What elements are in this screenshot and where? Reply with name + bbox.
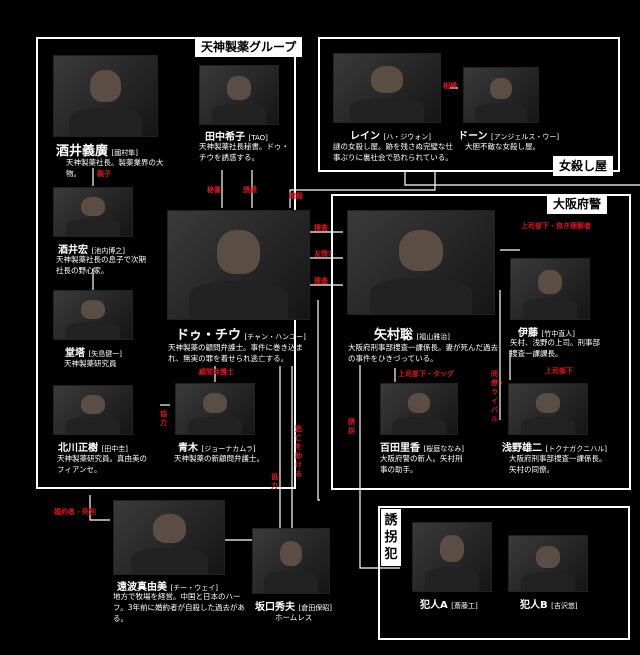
photo-rain — [333, 53, 441, 123]
rel-joushi-asano: 上司部下 — [545, 367, 573, 375]
photo-momota — [380, 383, 458, 435]
rel-oyako: 親子 — [97, 170, 111, 178]
name-aoki: 青木 [ジョーナカムラ] — [178, 443, 256, 454]
rel-kyouryoku: 協力 — [160, 410, 167, 427]
photo-kitagawa — [53, 385, 133, 435]
desc-momota: 大阪府警の新人。矢村刑事の助手。 — [380, 454, 463, 474]
photo-kidnap-b — [508, 535, 588, 592]
rel-yuujou: 友情? — [314, 250, 333, 258]
rel-aibou: 相棒 — [443, 82, 457, 90]
group-kidnap-frame — [378, 506, 630, 640]
photo-dawn — [463, 67, 539, 123]
rel-sousa: 捜査 — [314, 224, 328, 232]
desc-dawn: 大胆不敵な女殺し屋。 — [465, 142, 540, 151]
name-sakai-y: 酒井義廣 [國村隼] — [56, 144, 138, 159]
name-tanaka: 田中希子 [TAO] — [205, 132, 268, 143]
rel-konyaku: 婚約者・死別 — [54, 508, 96, 516]
group-killer-label: 女殺し屋 — [553, 156, 614, 176]
desc-aoki: 天神製薬の新顧問弁護士。 — [174, 454, 264, 463]
desc-yamura: 大阪府刑事部捜査一課係長。妻が死んだ過去の事件をひきづっている。 — [348, 343, 498, 363]
desc-du: 天神製薬の顧問弁護士。事件に巻き込まれ、無実の罪を着せられ逃亡する。 — [168, 343, 303, 363]
desc-kitagawa: 天神製薬研究員。真由美のフィアンセ。 — [57, 454, 147, 474]
rel-sousa2: 捜査 — [314, 277, 328, 285]
name-tonami: 遠波真由美 [チー・ウェイ] — [117, 582, 218, 593]
name-kitagawa: 北川正樹 [田中圭] — [58, 443, 128, 454]
photo-tanaka — [199, 65, 279, 125]
photo-dojo — [53, 290, 133, 340]
desc-asano: 大阪府刑事部捜査一課係長。矢村の同僚。 — [509, 454, 607, 474]
name-kidnap-b: 犯人B [吉沢悠] — [520, 600, 578, 611]
rel-kaikohou: 顧問弁護士 — [199, 368, 234, 376]
rel-engo: 逃亡を助ける — [295, 425, 302, 478]
photo-yamura — [347, 210, 495, 315]
name-momota: 百田里香 [桜庭ななみ] — [380, 443, 464, 454]
name-sakai-h: 酒井宏 [池内博之] — [58, 245, 125, 256]
name-dojo: 堂塔 [矢島健一] — [65, 348, 122, 359]
rel-doryou: 同僚・ライバル — [491, 370, 505, 423]
desc-sakai-h: 天神製薬社長の息子で次期社長の野心家。 — [56, 255, 146, 275]
rel-kyoumei: 協力 — [271, 473, 278, 490]
desc-sakaguchi: ホームレス — [275, 613, 313, 622]
rel-yuwaku: 誘惑 — [243, 186, 257, 194]
photo-asano — [508, 383, 588, 435]
rel-hisho: 秘書 — [207, 186, 221, 194]
name-rain: レイン [ハ・ジウォン] — [350, 131, 431, 142]
name-asano: 浅野雄二 [トクナガクニハル] — [502, 443, 607, 454]
rel-ansatsu: 暗殺 — [289, 192, 303, 200]
desc-tanaka: 天神製薬社長秘書。ドゥ・チウを誘惑する。 — [199, 142, 289, 162]
photo-sakai-h — [53, 187, 133, 237]
group-kidnap-label: 誘拐犯 — [381, 509, 401, 566]
name-sakaguchi: 坂口秀夫 [倉田保昭] — [255, 602, 332, 613]
rel-yuukai: 誘拐 — [348, 418, 355, 435]
photo-sakaguchi — [252, 528, 330, 594]
name-dawn: ドーン [アンジェルス・ウー] — [458, 131, 560, 142]
group-tenjin-label: 天神製薬グループ — [195, 37, 303, 57]
group-police-label: 大阪府警 — [547, 194, 608, 214]
photo-du — [167, 210, 310, 320]
photo-tonami — [113, 500, 225, 575]
rel-joushi-momo: 上司部下・タッグ — [398, 370, 454, 378]
desc-ito: 矢村、浅野の上司。刑事部捜査一課課長。 — [510, 338, 600, 358]
name-ito: 伊藤 [竹中直人] — [518, 328, 575, 339]
photo-aoki — [175, 383, 255, 435]
desc-rain: 謎の女殺し屋。跡を残さぬ完璧な仕事ぶりに裏社会で恐れられている。 — [333, 142, 453, 162]
desc-sakai-y: 天神製薬社長。製薬業界の大物。 — [66, 158, 164, 178]
rel-joushi-ito: 上司部下・良き理解者 — [521, 222, 591, 230]
photo-ito — [510, 258, 590, 320]
group-killer-frame — [318, 37, 620, 172]
desc-tonami: 地方で牧場を経営。中国と日本のハーフ。3年前に婚約者が自殺した過去がある。 — [113, 592, 245, 623]
name-du: ドゥ・チウ [チャン・ハンユー] — [176, 328, 306, 343]
name-kidnap-a: 犯人A [斎藤工] — [420, 600, 478, 611]
name-yamura: 矢村聡 [福山雅治] — [374, 328, 450, 343]
desc-dojo: 天神製薬研究員 — [64, 359, 117, 368]
photo-kidnap-a — [412, 522, 492, 592]
group-police-frame — [331, 194, 631, 490]
photo-sakai-y — [53, 55, 158, 137]
